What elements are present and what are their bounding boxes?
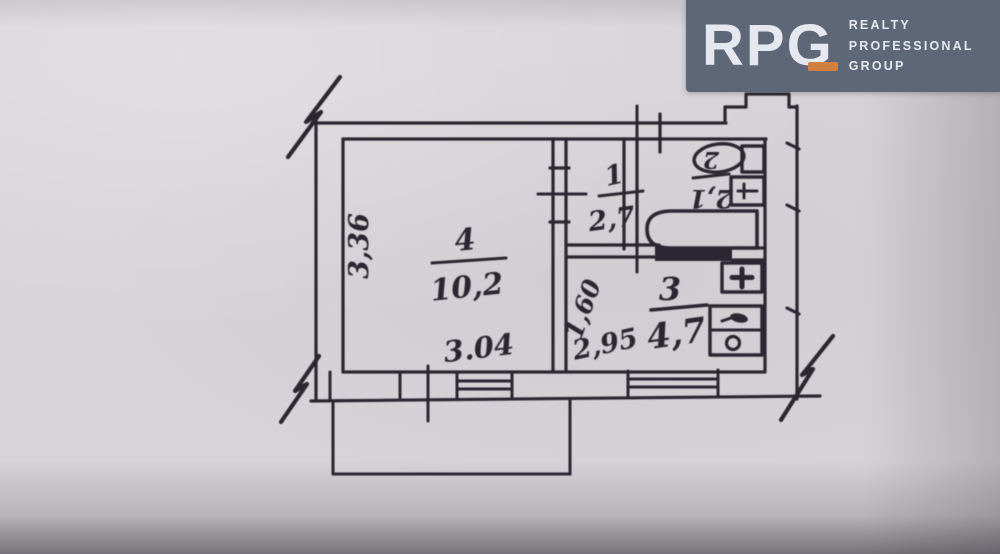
break-mark-bottom-left-icon (278, 353, 322, 425)
toilet-icon (692, 142, 766, 174)
room2-number: 2 (703, 146, 720, 173)
room1-area: 2,7 (585, 201, 637, 238)
room3-area: 4,7 (644, 310, 708, 358)
top-right-notch (723, 92, 799, 124)
window-room4 (328, 370, 514, 402)
room2-fraction-line (691, 172, 731, 180)
exterior-walls (309, 92, 822, 403)
bathtub-icon (645, 209, 759, 250)
window-kitchen (626, 368, 720, 399)
room4-number: 4 (453, 222, 477, 259)
washbasin-icon (729, 175, 766, 207)
solid-wall-segment (655, 247, 732, 261)
room3-fraction-line (649, 303, 709, 312)
room3-number: 3 (659, 270, 681, 308)
dimension-ticks (426, 104, 639, 423)
break-mark-bottom-right-icon (778, 333, 836, 423)
brand-accent-bar (807, 62, 838, 71)
dimension-room4-bottom: 3.04 (442, 327, 516, 369)
rpg-tagline: REALTY PROFESSIONAL GROUP (849, 15, 974, 77)
room4-label: 4 10,2 (429, 222, 505, 309)
stove-icon (720, 261, 764, 294)
break-mark-top-left-icon (285, 74, 343, 160)
room3-label: 3 4,7 (644, 270, 708, 358)
tagline-line-1: REALTY (848, 18, 911, 33)
dimension-left-wall: 3,36 (344, 213, 375, 279)
room1-fraction-line (597, 189, 645, 198)
rpg-logo: RPG (702, 17, 838, 75)
rpg-watermark: RPG REALTY PROFESSIONAL GROUP (686, 0, 1000, 92)
interior-walls (548, 112, 767, 374)
room4-area: 10,2 (429, 266, 505, 308)
tagline-line-3: GROUP (848, 59, 906, 74)
kitchen-sink-icon (708, 304, 764, 357)
room1-label: 1 2,7 (585, 159, 637, 239)
balcony-outline (331, 397, 572, 476)
room4-fraction-line (430, 256, 508, 265)
room2-label: 2 2,1 (689, 146, 734, 213)
room2-area: 2,1 (689, 184, 734, 213)
tagline-line-2: PROFESSIONAL (848, 38, 974, 53)
